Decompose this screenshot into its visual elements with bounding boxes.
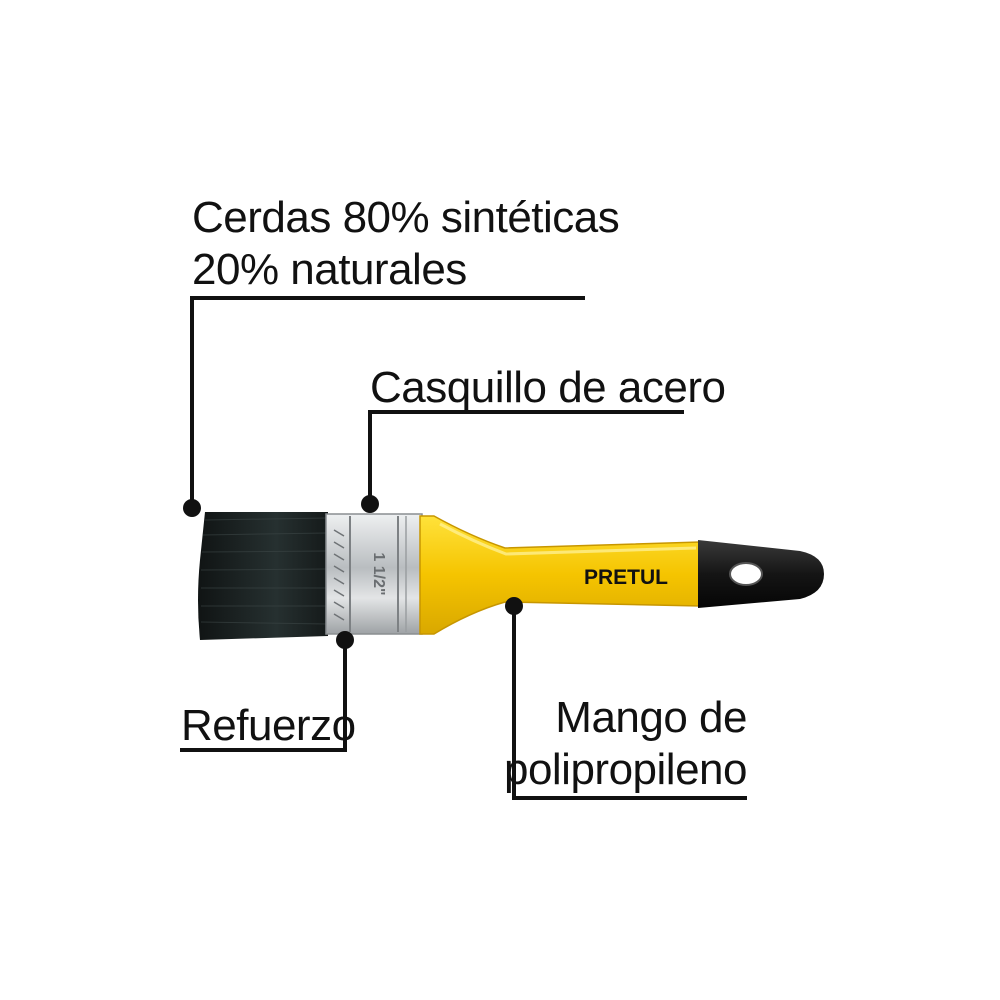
ferrule-label-line1: Casquillo de acero [370,363,726,412]
reinforcement-label: Refuerzo [181,700,356,752]
bristles-label-line1: Cerdas 80% sintéticas [192,193,620,242]
handle-grip [698,540,824,608]
reinforcement-dot [336,631,354,649]
bristles [198,512,328,640]
brand-logo: PRETUL [584,566,668,589]
bristles-label-line2: 20% naturales [192,245,467,294]
reinforcement-label-line1: Refuerzo [181,701,356,750]
handle-label: Mango de polipropileno [503,692,748,796]
handle-label-line2: polipropileno [503,745,748,794]
handle-leader [512,606,747,800]
ferrule-label: Casquillo de acero [370,362,726,414]
bristles-label: Cerdas 80% sintéticas 20% naturales [192,192,620,296]
handle-dot [505,597,523,615]
bristles-dot [183,499,201,517]
size-mark: 1 1/2" [370,552,387,595]
ferrule-dot [361,495,379,513]
handle-label-line1: Mango de [555,693,747,742]
hanging-hole [729,562,763,586]
bristles-leader [190,296,585,508]
ferrule-leader [368,410,684,504]
polypropylene-handle: PRETUL [419,515,701,635]
reinforcement-leader [180,640,347,752]
steel-ferrule: 1 1/2" [325,513,423,635]
